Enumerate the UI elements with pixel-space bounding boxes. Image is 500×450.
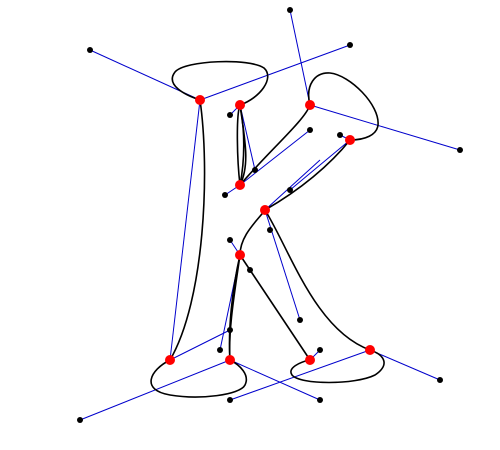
anchor-point[interactable] bbox=[195, 95, 205, 105]
anchor-point[interactable] bbox=[345, 135, 355, 145]
handle-line bbox=[289, 9, 311, 106]
anchor-point[interactable] bbox=[260, 205, 270, 215]
handle-line bbox=[199, 44, 351, 101]
anchor-point[interactable] bbox=[235, 180, 245, 190]
anchor-point[interactable] bbox=[235, 250, 245, 260]
anchor-point[interactable] bbox=[365, 345, 375, 355]
control-point[interactable] bbox=[267, 227, 273, 233]
control-point[interactable] bbox=[337, 132, 343, 138]
anchor-point[interactable] bbox=[305, 355, 315, 365]
control-point[interactable] bbox=[287, 187, 293, 193]
anchor-point[interactable] bbox=[305, 100, 315, 110]
control-point[interactable] bbox=[227, 397, 233, 403]
handle-line bbox=[239, 129, 311, 186]
control-point[interactable] bbox=[227, 112, 233, 118]
anchor-points bbox=[165, 95, 375, 365]
handle-line bbox=[169, 329, 231, 361]
control-point[interactable] bbox=[317, 347, 323, 353]
control-point[interactable] bbox=[307, 127, 313, 133]
control-point[interactable] bbox=[457, 147, 463, 153]
handle-line bbox=[229, 359, 321, 401]
control-point[interactable] bbox=[77, 417, 83, 423]
control-point[interactable] bbox=[317, 397, 323, 403]
control-point[interactable] bbox=[252, 167, 258, 173]
handle-line bbox=[289, 139, 351, 191]
handle-line bbox=[309, 104, 461, 151]
anchor-point[interactable] bbox=[165, 355, 175, 365]
control-point[interactable] bbox=[347, 42, 353, 48]
control-point[interactable] bbox=[247, 267, 253, 273]
control-point[interactable] bbox=[217, 347, 223, 353]
control-point[interactable] bbox=[227, 237, 233, 243]
outline-upper-arm bbox=[239, 72, 379, 211]
control-point[interactable] bbox=[87, 47, 93, 53]
anchor-point[interactable] bbox=[225, 355, 235, 365]
handle-line bbox=[264, 159, 321, 211]
handle-line bbox=[369, 349, 441, 381]
control-point[interactable] bbox=[222, 192, 228, 198]
anchor-point[interactable] bbox=[235, 100, 245, 110]
bezier-handle-lines bbox=[79, 9, 461, 421]
control-points bbox=[77, 7, 463, 423]
control-point[interactable] bbox=[297, 317, 303, 323]
control-point[interactable] bbox=[437, 377, 443, 383]
handle-line bbox=[169, 99, 201, 361]
control-point[interactable] bbox=[287, 7, 293, 13]
handle-line bbox=[229, 349, 371, 401]
control-point[interactable] bbox=[227, 327, 233, 333]
